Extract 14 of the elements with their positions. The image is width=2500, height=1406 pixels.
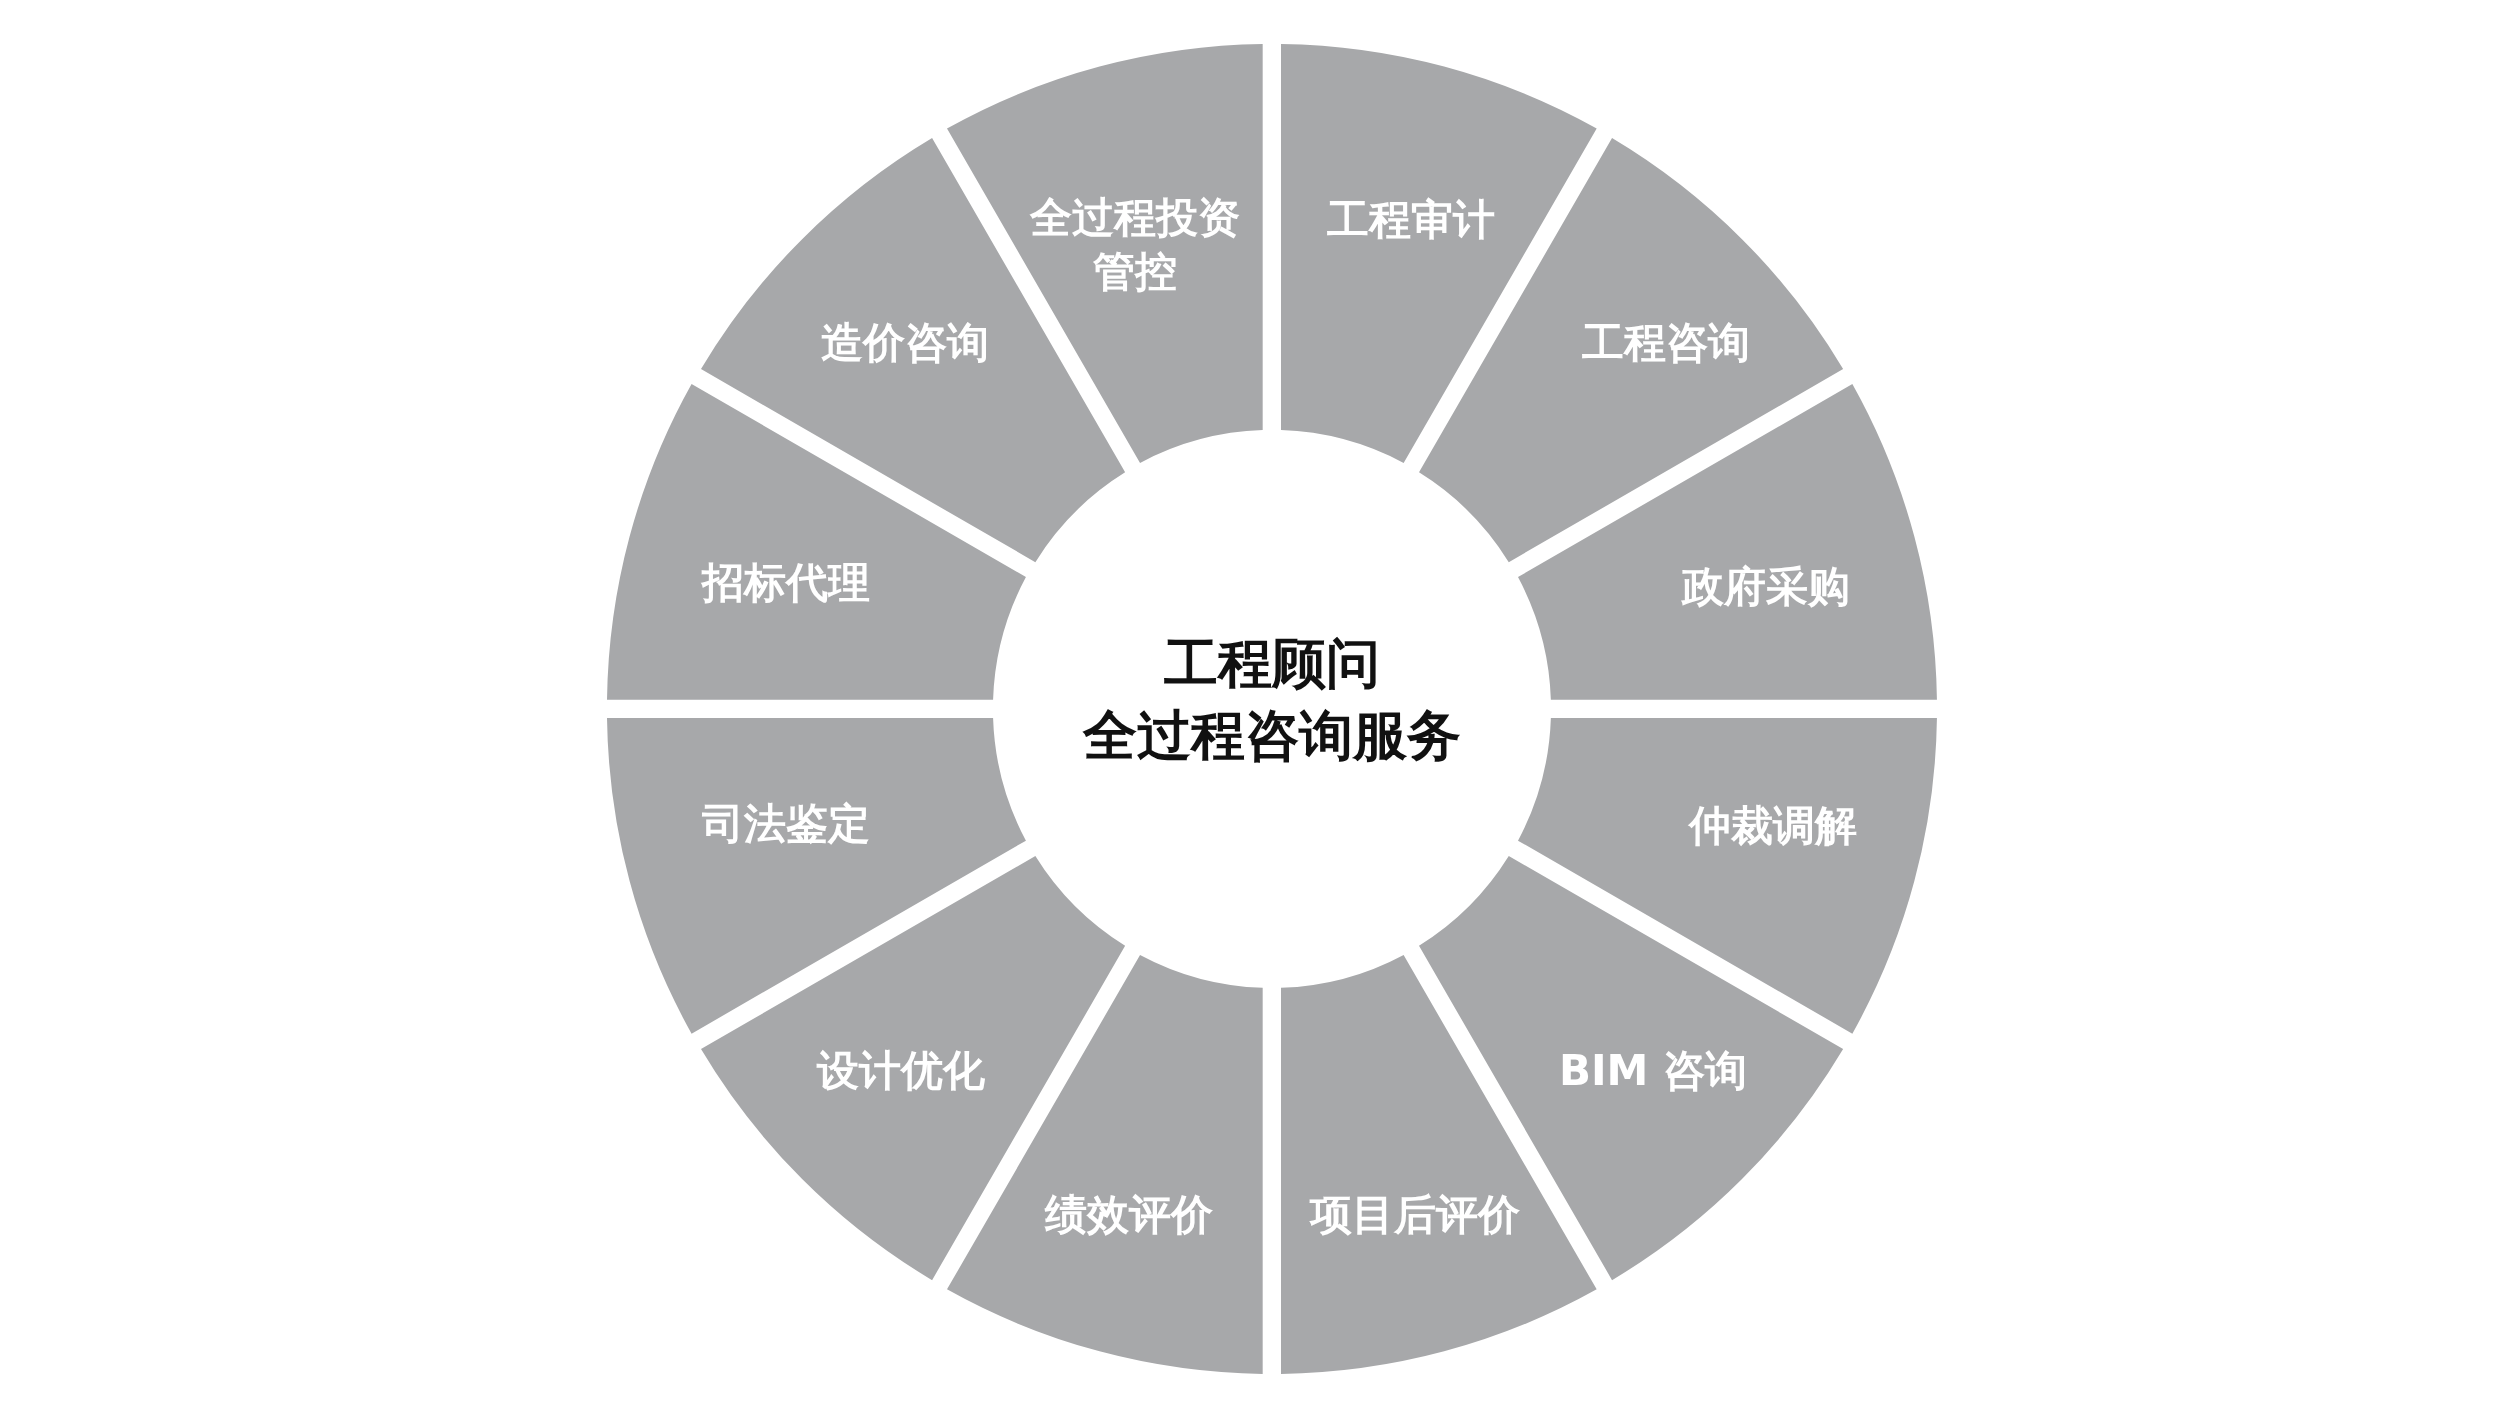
segment-label: 绩效评价 [1044, 1188, 1213, 1241]
segment-label: 工程咨询 [1581, 316, 1750, 369]
center-text: 全过程咨询服务 [1081, 703, 1462, 769]
segment-label: 造价咨询 [821, 316, 990, 369]
segment-label: 设计优化 [816, 1045, 985, 1098]
segment-label: 仲裁调解 [1688, 799, 1857, 852]
segment-label: 政府采购 [1682, 560, 1851, 613]
segment-label: BIM 咨询 [1558, 1045, 1747, 1098]
segment-label: 司法鉴定 [701, 798, 870, 851]
segment-label: 全过程投资管控 [1028, 192, 1241, 299]
segment-label: 招标代理 [701, 557, 870, 610]
center-text: 工程顾问 [1163, 631, 1381, 697]
segment-label: 工程审计 [1326, 193, 1495, 246]
segment-label: 项目后评价 [1310, 1188, 1521, 1241]
